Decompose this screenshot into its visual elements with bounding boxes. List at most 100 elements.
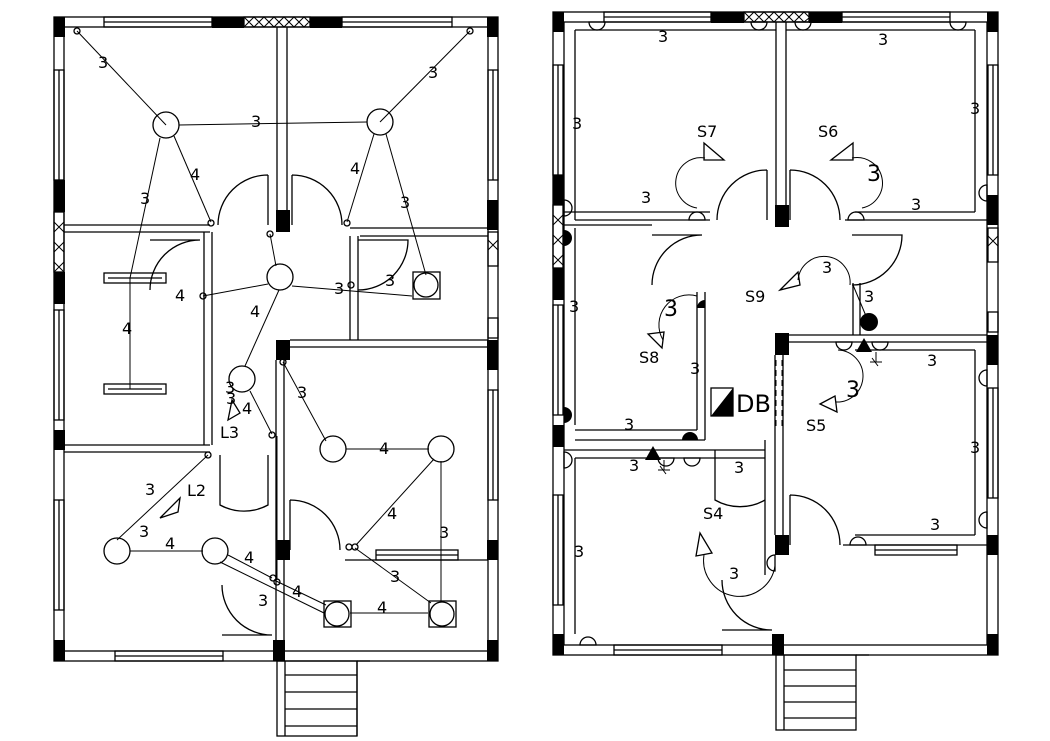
- power-doors: [651, 169, 903, 631]
- wire-count-label: 3: [927, 351, 937, 370]
- ceiling-light-icon: [319, 435, 347, 463]
- wire-count-label: 3: [251, 112, 261, 131]
- wire-count-label: 4: [292, 582, 302, 601]
- socket-icon: [697, 300, 705, 308]
- switch-label-s9: S9: [745, 287, 765, 306]
- wire-count-label: 3: [970, 438, 980, 457]
- wire-count-label: 3: [664, 297, 678, 322]
- ceiling-light-icon: [266, 263, 294, 291]
- lighting-wire-count-labels: 3 3 3 3 4 4 3 3 4 4 4 3 4 3 3 4 4 3 3 3 …: [98, 53, 449, 617]
- wire-count-label: 3: [334, 279, 344, 298]
- socket-icon: [871, 341, 889, 351]
- lighting-wires: [76, 30, 471, 614]
- ceiling-light-icon: [103, 537, 131, 565]
- wire-count-label: 3: [734, 458, 744, 477]
- wire-count-label: 3: [690, 359, 700, 378]
- socket-icon: [978, 369, 988, 387]
- socket-icon: [794, 21, 812, 31]
- switch-icon: [646, 331, 665, 350]
- socket-icon: [688, 211, 706, 221]
- switch-icon: [777, 270, 801, 292]
- lighting-doors: [149, 174, 409, 636]
- power-plan: 3 3 3 3 3 3 3 3 3 3 3 3 3 3 3 3 3 3 3 3 …: [552, 11, 999, 731]
- distribution-board: [710, 360, 783, 430]
- socket-icon: [750, 21, 768, 31]
- power-socket-icon: [645, 446, 661, 460]
- switch-label-s4: S4: [703, 504, 723, 523]
- wire-count-label: 4: [242, 399, 252, 418]
- power-windows: [552, 11, 999, 656]
- switch-label-s7: S7: [697, 122, 717, 141]
- wire-count-label: 3: [145, 480, 155, 499]
- power-wall-columns: [553, 12, 998, 655]
- wire-count-label: 3: [385, 271, 395, 290]
- wire-count-label: 3: [930, 515, 940, 534]
- socket-icon: [682, 432, 698, 440]
- power-sockets: [563, 21, 988, 646]
- wire-count-label: 3: [658, 27, 668, 46]
- switch-point-icon: [73, 27, 474, 586]
- socket-icon: [849, 536, 867, 546]
- switch-label-s8: S8: [639, 348, 659, 367]
- socket-icon: [978, 184, 988, 202]
- switch-label-s5: S5: [806, 416, 826, 435]
- wire-count-label: 3: [911, 195, 921, 214]
- power-point-icon: [860, 313, 878, 331]
- wire-count-label: 3: [225, 378, 235, 397]
- wire-count-label: 4: [244, 548, 254, 567]
- wire-count-label: 4: [250, 302, 260, 321]
- wire-count-label: 3: [624, 415, 634, 434]
- wire-count-label: 3: [970, 99, 980, 118]
- socket-icon: [766, 554, 776, 572]
- wire-count-label: 3: [140, 189, 150, 208]
- ceiling-light-icon: [201, 537, 229, 565]
- switch-icon: [695, 531, 714, 557]
- socket-icon: [835, 341, 853, 351]
- wire-count-label: 4: [379, 439, 389, 458]
- lighting-interior-walls: [64, 27, 488, 640]
- fan-regulator-icon: [159, 398, 241, 519]
- ceiling-light-icon: [427, 435, 455, 463]
- switch-label-s6: S6: [818, 122, 838, 141]
- wire-count-label: 4: [190, 165, 200, 184]
- socket-icon: [563, 199, 573, 217]
- wire-count-label: 3: [867, 162, 881, 187]
- wire-count-label: 3: [878, 30, 888, 49]
- switch-icon: [703, 141, 726, 161]
- wire-count-label: 3: [822, 258, 832, 277]
- socket-icon: [564, 230, 572, 246]
- lighting-plan: 3 3 3 3 4 4 3 3 4 4 4 3 4 3 3 4 4 3 3 3 …: [53, 16, 499, 737]
- wire-count-label: 4: [387, 504, 397, 523]
- wire-count-label: 3: [572, 114, 582, 133]
- socket-icon: [949, 21, 967, 31]
- wire-count-label: 4: [122, 319, 132, 338]
- wire-count-label: 3: [98, 53, 108, 72]
- power-wire-count-labels: 3 3 3 3 3 3 3 3 3 3 3 3 3 3 3 3 3 3 3 3 …: [569, 27, 980, 583]
- wire-count-label: 3: [139, 522, 149, 541]
- ceiling-light-icon: [228, 365, 256, 393]
- socket-icon: [657, 457, 675, 467]
- fan-label-l3: L3: [220, 423, 239, 442]
- wall-light-icon: [323, 600, 352, 628]
- wire-count-label: 4: [165, 534, 175, 553]
- socket-icon: [579, 636, 597, 646]
- wall-light-icon: [412, 271, 441, 300]
- distribution-board-label: DB: [736, 390, 771, 418]
- power-interior-walls: [564, 22, 987, 634]
- wire-count-label: 3: [226, 389, 236, 408]
- socket-icon: [564, 407, 572, 423]
- power-switch-boards: [646, 141, 883, 597]
- ceiling-light-icon: [366, 108, 394, 136]
- wire-count-label: 3: [400, 193, 410, 212]
- socket-icon: [847, 211, 865, 221]
- wire-count-label: 3: [729, 564, 739, 583]
- wire-count-label: 3: [641, 188, 651, 207]
- wire-count-label: 3: [297, 383, 307, 402]
- wire-count-label: 3: [439, 523, 449, 542]
- tube-light-icon: [103, 272, 167, 284]
- wire-count-label: 3: [574, 542, 584, 561]
- fan-label-l2: L2: [187, 481, 206, 500]
- socket-icon: [978, 511, 988, 529]
- wire-count-label: 3: [258, 591, 268, 610]
